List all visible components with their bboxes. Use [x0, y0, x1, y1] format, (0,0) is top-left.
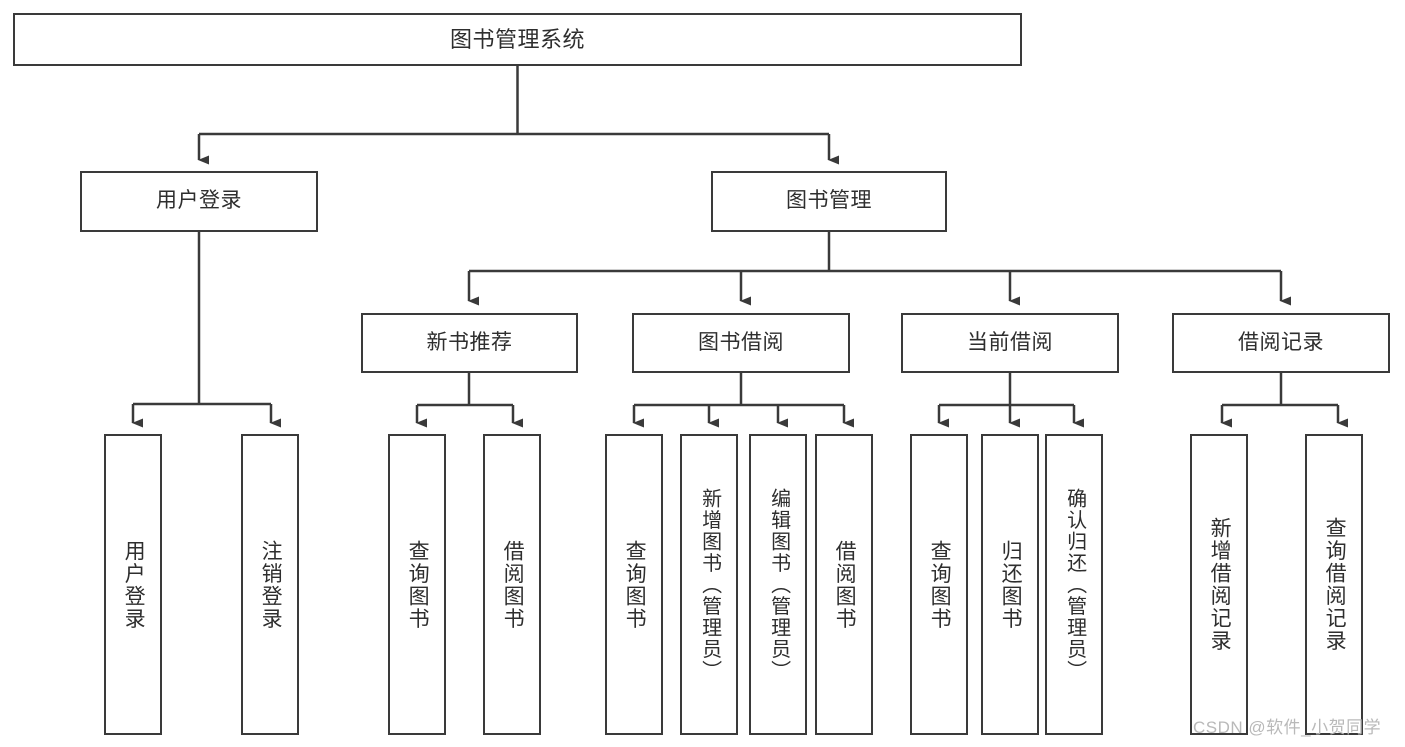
- node-user-login[interactable]: 用户登录: [80, 171, 318, 232]
- node-leaf-edit-book-admin-label: 编辑图书（管理员）: [767, 487, 790, 682]
- node-leaf-confirm-return-admin-label: 确认归还（管理员）: [1063, 487, 1086, 682]
- node-book-borrow[interactable]: 图书借阅: [632, 313, 850, 373]
- node-book-borrow-label: 图书借阅: [698, 330, 784, 354]
- node-leaf-add-book-admin-label: 新增图书（管理员）: [698, 487, 721, 682]
- node-leaf-add-book-admin[interactable]: 新增图书（管理员）: [680, 434, 738, 735]
- node-leaf-return-book[interactable]: 归还图书: [981, 434, 1039, 735]
- node-leaf-query-book-1-label: 查询图书: [406, 539, 430, 630]
- node-leaf-user-login-label: 用户登录: [122, 539, 146, 630]
- node-leaf-borrow-book-2-label: 借阅图书: [833, 539, 857, 630]
- node-leaf-edit-book-admin[interactable]: 编辑图书（管理员）: [749, 434, 807, 735]
- node-new-book-recommend[interactable]: 新书推荐: [361, 313, 578, 373]
- node-root-system[interactable]: 图书管理系统: [13, 13, 1022, 66]
- node-leaf-query-borrow-record[interactable]: 查询借阅记录: [1305, 434, 1363, 735]
- node-leaf-query-book-2-label: 查询图书: [623, 539, 647, 630]
- node-leaf-add-borrow-record[interactable]: 新增借阅记录: [1190, 434, 1248, 735]
- node-leaf-query-book-3-label: 查询图书: [928, 539, 952, 630]
- node-leaf-confirm-return-admin[interactable]: 确认归还（管理员）: [1045, 434, 1103, 735]
- node-leaf-logout-login[interactable]: 注销登录: [241, 434, 299, 735]
- node-leaf-add-borrow-record-label: 新增借阅记录: [1208, 517, 1232, 652]
- node-leaf-query-book-3[interactable]: 查询图书: [910, 434, 968, 735]
- node-leaf-query-borrow-record-label: 查询借阅记录: [1323, 517, 1347, 652]
- node-book-manage[interactable]: 图书管理: [711, 171, 947, 232]
- node-current-borrow[interactable]: 当前借阅: [901, 313, 1119, 373]
- node-leaf-borrow-book-1-label: 借阅图书: [501, 539, 525, 630]
- node-leaf-borrow-book-2[interactable]: 借阅图书: [815, 434, 873, 735]
- node-borrow-record-label: 借阅记录: [1238, 330, 1324, 354]
- node-leaf-logout-login-label: 注销登录: [259, 539, 283, 630]
- node-new-book-recommend-label: 新书推荐: [426, 330, 513, 354]
- node-book-manage-label: 图书管理: [786, 189, 872, 213]
- watermark-text: CSDN @软件_小贺同学: [1193, 718, 1382, 737]
- node-leaf-borrow-book-1[interactable]: 借阅图书: [483, 434, 541, 735]
- node-borrow-record[interactable]: 借阅记录: [1172, 313, 1390, 373]
- node-leaf-query-book-1[interactable]: 查询图书: [388, 434, 446, 735]
- node-user-login-label: 用户登录: [156, 189, 242, 213]
- node-leaf-query-book-2[interactable]: 查询图书: [605, 434, 663, 735]
- node-leaf-return-book-label: 归还图书: [999, 539, 1023, 630]
- node-leaf-user-login[interactable]: 用户登录: [104, 434, 162, 735]
- node-current-borrow-label: 当前借阅: [967, 330, 1053, 354]
- node-root-system-label: 图书管理系统: [449, 26, 585, 52]
